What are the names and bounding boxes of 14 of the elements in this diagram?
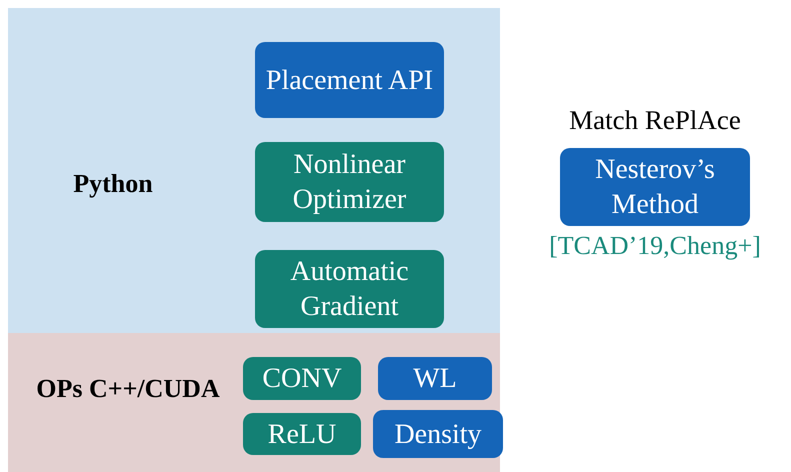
method-heading: Match RePlAce xyxy=(568,105,742,136)
module-box: Nonlinear Optimizer xyxy=(255,142,444,222)
module-box: Automatic Gradient xyxy=(255,250,444,328)
module-box: Density xyxy=(373,410,503,458)
layer-band xyxy=(8,8,500,333)
layer-label: OPs C++/CUDA xyxy=(35,373,221,405)
layer-label: Python xyxy=(72,168,154,200)
module-box: ReLU xyxy=(243,413,361,455)
citation: [TCAD’19,Cheng+] xyxy=(548,231,762,261)
layer-band xyxy=(8,333,500,472)
module-box: CONV xyxy=(243,357,361,400)
method-box: Nesterov’s Method xyxy=(560,148,750,226)
module-box: WL xyxy=(378,357,492,400)
module-box: Placement API xyxy=(255,42,444,118)
